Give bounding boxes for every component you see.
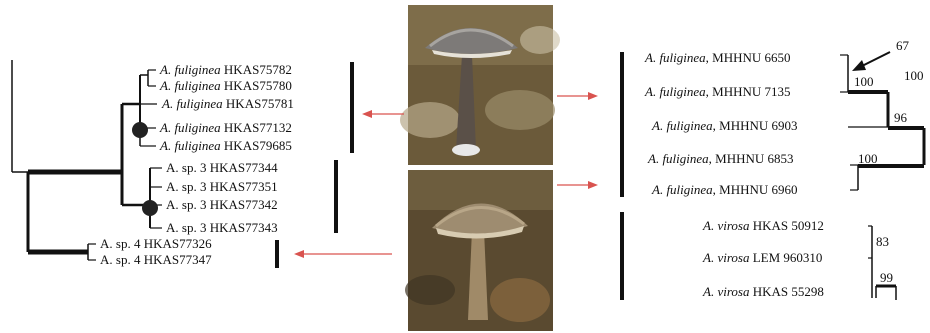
left-node-dot-fuliginea [132,122,148,138]
left-taxon-label-8: A. sp. 3 HKAS77342 [166,197,278,212]
support-value-67: 67 [896,38,910,53]
left-taxon-label-10: A. sp. 4 HKAS77326 [100,236,212,251]
right-taxon-label-7: A. virosa LEM 960310 [702,250,822,265]
left-taxon-label-3: A. fuliginea HKAS75781 [161,96,294,111]
support-value-96: 96 [894,110,908,125]
left-taxon-label-6: A. sp. 3 HKAS77344 [166,160,278,175]
right-taxon-label-6: A. virosa HKAS 50912 [702,218,824,233]
left-taxon-label-1: A. fuliginea HKAS75782 [159,62,292,77]
support-value-83: 83 [876,234,889,249]
support-value-100-b: 100 [904,68,924,83]
left-taxon-label-7: A. sp. 3 HKAS77351 [166,179,278,194]
photo-top [400,5,560,165]
right-taxon-label-1: A. fuliginea, MHHNU 6650 [644,50,791,65]
support-value-99: 99 [880,270,893,285]
photo-bottom [405,170,553,331]
right-taxon-label-4: A. fuliginea, MHHNU 6853 [647,151,794,166]
right-taxon-label-8: A. virosa HKAS 55298 [702,284,824,299]
right-taxon-label-2: A. fuliginea, MHHNU 7135 [644,84,791,99]
arrow-bottom-left-head [294,250,304,258]
arrow-top-left-head [362,110,372,118]
left-taxon-label-11: A. sp. 4 HKAS77347 [100,252,212,267]
arrow-top-right-head [588,92,598,100]
support-arrow [852,52,890,71]
support-values: 67 100 100 96 100 83 99 [854,38,924,285]
right-taxon-label-3: A. fuliginea, MHHNU 6903 [651,118,798,133]
right-taxon-label-5: A. fuliginea, MHHNU 6960 [651,182,798,197]
left-taxon-label-5: A. fuliginea HKAS79685 [159,138,292,153]
left-node-dot-sp3 [142,200,158,216]
left-taxon-label-9: A. sp. 3 HKAS77343 [166,220,278,235]
left-taxon-label-4: A. fuliginea HKAS77132 [159,120,292,135]
support-value-100-a: 100 [854,74,874,89]
left-labels: A. fuliginea HKAS75782 A. fuliginea HKAS… [100,62,294,267]
right-labels: A. fuliginea, MHHNU 6650 A. fuliginea, M… [644,50,824,299]
arrow-bottom-right-head [588,181,598,189]
support-value-100-c: 100 [858,151,878,166]
left-taxon-label-2: A. fuliginea HKAS75780 [159,78,292,93]
